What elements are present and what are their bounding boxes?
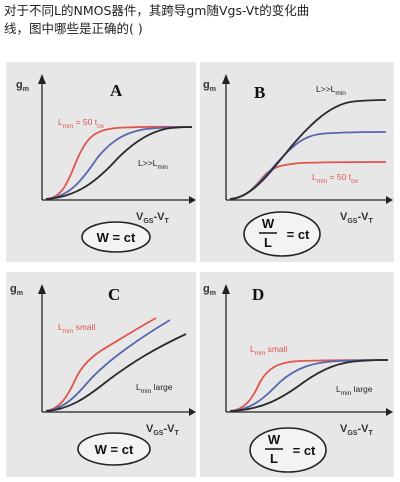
x-axis-arrow	[189, 196, 196, 204]
y-axis-label: gm	[16, 79, 29, 93]
condition-text: = ct	[287, 227, 310, 242]
y-axis-label: gm	[203, 79, 216, 93]
condition-oval	[243, 211, 321, 257]
condition-denominator: L	[264, 235, 272, 250]
x-axis-arrow	[386, 196, 393, 204]
curve-black	[229, 359, 389, 412]
figure-panel-a: gm A Lmin = 50 tox L>>Lmin VGS-VT W = ct	[6, 62, 196, 262]
black-curve-label: Lmin large	[136, 382, 173, 395]
curve-blue	[45, 319, 171, 412]
question-line-1: 对于不同L的NMOS器件，其跨导gm随Vgs-Vt的变化曲	[4, 3, 310, 18]
x-axis-label: VGS-VT	[146, 423, 179, 437]
x-axis-label: VGS-VT	[340, 423, 373, 437]
red-curve-label: Lmin = 50 tox	[312, 172, 359, 185]
y-axis-arrow	[38, 284, 46, 294]
condition-denominator: L	[270, 451, 278, 466]
curve-red	[229, 161, 387, 200]
question-line-2: 线，图中哪些是正确的( )	[4, 21, 143, 36]
condition-oval	[77, 432, 151, 466]
panel-d-plot: gm D Lmin small Lmin large VGS-VT W L = …	[203, 283, 393, 473]
condition-oval	[81, 221, 151, 253]
panel-letter: B	[254, 83, 265, 102]
red-curve-label: Lmin = 50 tox	[58, 117, 105, 130]
black-curve-label: L>>Lmin	[138, 158, 168, 171]
figure-panel-c: gm C Lmin small Lmin large VGS-VT W = ct	[6, 272, 196, 477]
curve-black	[229, 99, 387, 200]
x-axis-label: VGS-VT	[136, 211, 169, 225]
panel-b-plot: gm B L>>Lmin Lmin = 50 tox VGS-VT W L = …	[203, 74, 393, 257]
condition-text: W = ct	[95, 442, 134, 457]
panel-a-plot: gm A Lmin = 50 tox L>>Lmin VGS-VT W = ct	[16, 74, 196, 253]
panel-c-plot: gm C Lmin small Lmin large VGS-VT W = ct	[10, 283, 196, 466]
condition-numerator: W	[262, 216, 275, 231]
curve-black	[45, 126, 193, 200]
curve-black	[45, 333, 187, 412]
x-axis-arrow	[386, 408, 393, 416]
black-curve-label: L>>Lmin	[316, 84, 346, 97]
x-axis-label: VGS-VT	[340, 211, 373, 225]
figure-panel-d: gm D Lmin small Lmin large VGS-VT W L = …	[200, 272, 394, 477]
y-axis-arrow	[38, 74, 46, 84]
panel-letter: A	[110, 81, 123, 100]
condition-numerator: W	[268, 432, 281, 447]
figure-panel-b: gm B L>>Lmin Lmin = 50 tox VGS-VT W L = …	[200, 62, 394, 262]
y-axis-arrow	[222, 74, 230, 84]
red-curve-label: Lmin small	[250, 344, 288, 357]
curve-red	[45, 125, 193, 200]
panel-letter: D	[252, 285, 264, 304]
y-axis-label: gm	[203, 283, 216, 297]
panel-letter: C	[108, 285, 120, 304]
curve-blue	[45, 126, 193, 200]
black-curve-label: Lmin large	[336, 384, 373, 397]
condition-oval	[249, 427, 327, 473]
condition-text: W = ct	[97, 230, 136, 245]
question-text: 对于不同L的NMOS器件，其跨导gm随Vgs-Vt的变化曲 线，图中哪些是正确的…	[4, 2, 396, 38]
x-axis-arrow	[189, 408, 196, 416]
red-curve-label: Lmin small	[58, 322, 96, 335]
curve-red	[45, 317, 157, 412]
condition-text: = ct	[293, 443, 316, 458]
y-axis-label: gm	[10, 283, 23, 297]
y-axis-arrow	[222, 284, 230, 294]
